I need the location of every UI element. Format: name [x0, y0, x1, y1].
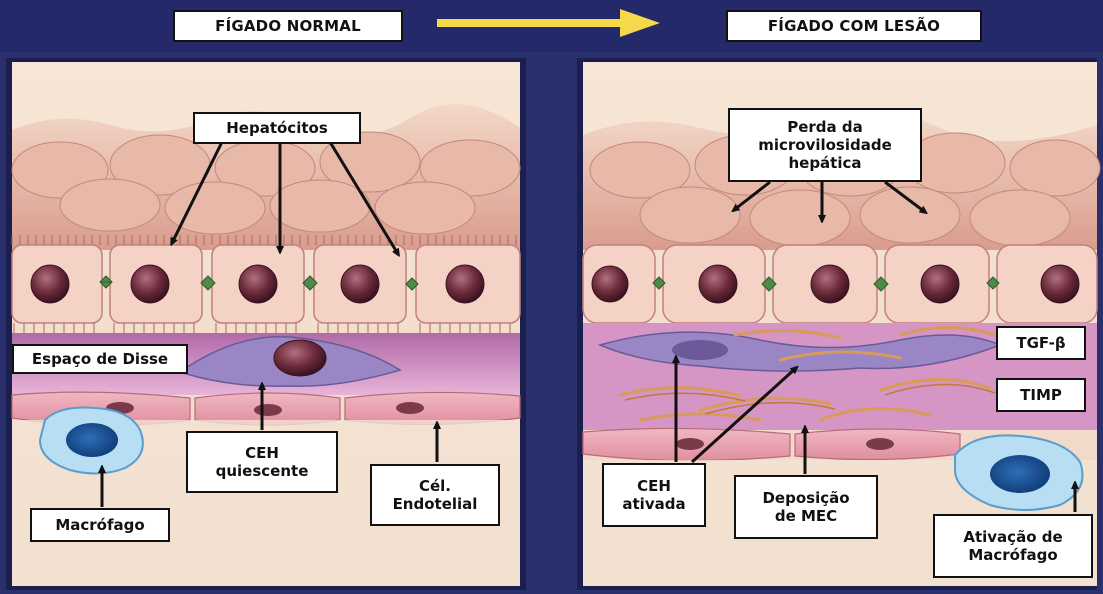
label-endothelial-line2: Endotelial [393, 495, 478, 513]
title-injured-liver: FÍGADO COM LESÃO [726, 10, 982, 42]
label-quiescent-hsc: CEH quiescente [186, 431, 338, 493]
label-endothelial-cell: Cél. Endotelial [370, 464, 500, 526]
label-macrophage: Macrófago [30, 508, 170, 542]
label-macrophage-activation: Ativação de Macrófago [933, 514, 1093, 578]
label-disse-space: Espaço de Disse [12, 344, 188, 374]
label-quiescent-line2: quiescente [216, 462, 309, 480]
label-microvilli-line3: hepática [788, 154, 861, 172]
label-macro-act-line1: Ativação de [963, 528, 1062, 546]
label-hepatocytes: Hepatócitos [193, 112, 361, 144]
label-tgf-beta: TGF-β [996, 326, 1086, 360]
label-microvilli-line1: Perda da [787, 118, 863, 136]
label-ecm-line2: de MEC [775, 507, 837, 525]
label-endothelial-line1: Cél. [419, 477, 451, 495]
title-normal-liver: FÍGADO NORMAL [173, 10, 403, 42]
label-activated-hsc: CEH ativada [602, 463, 706, 527]
label-microvilli-line2: microvilosidade [758, 136, 892, 154]
label-ecm-line1: Deposição [762, 489, 849, 507]
label-macro-act-line2: Macrófago [968, 546, 1057, 564]
label-microvilli-loss: Perda da microvilosidade hepática [728, 108, 922, 182]
label-quiescent-line1: CEH [245, 444, 279, 462]
label-ecm-deposition: Deposição de MEC [734, 475, 878, 539]
label-activated-line2: ativada [622, 495, 685, 513]
label-timp: TIMP [996, 378, 1086, 412]
label-activated-line1: CEH [637, 477, 671, 495]
